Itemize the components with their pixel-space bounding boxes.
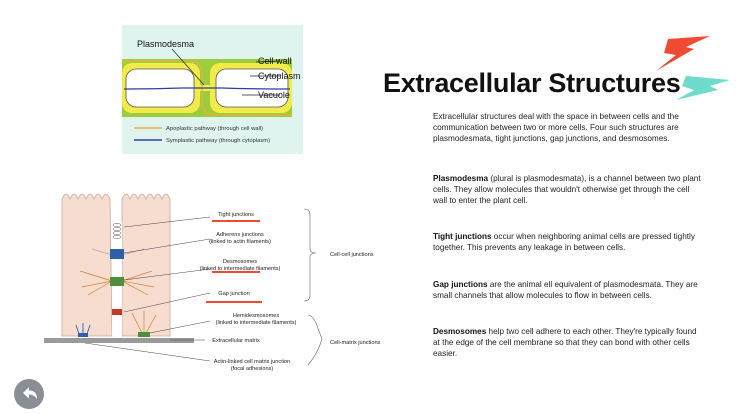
cell-junctions-diagram: Tight junctions Adherens junctions (link…: [40, 183, 385, 378]
intro-text: Extracellular structures deal with the s…: [433, 112, 679, 144]
back-button[interactable]: [14, 379, 44, 409]
tight-text: occur when neighboring animal cells are …: [433, 232, 695, 253]
gap-junction-mark: [112, 309, 122, 315]
tight-junction-marks: [112, 223, 122, 239]
label-extracellular-matrix: Extracellular matrix: [212, 338, 260, 344]
gap-paragraph: Gap junctions are the animal ell equival…: [433, 279, 703, 301]
desmosomes-paragraph: Desmosomes help two cell adhere to each …: [433, 326, 703, 360]
plasmodesma-diagram: Plasmodesma Cell wall Cytoplasm Vacuole …: [122, 25, 303, 154]
label-adherens-sub: (linked to actin filaments): [209, 239, 271, 245]
label-desmosomes-sub: (linked to intermediate filaments): [200, 266, 281, 272]
legend-symplastic: Symplastic pathway (through cytoplasm): [166, 138, 270, 144]
gap-term: Gap junctions: [433, 280, 488, 289]
plasmodesma-term: Plasmodesma: [433, 174, 489, 183]
label-cell-matrix-junctions: Cell-matrix junctions: [330, 340, 381, 346]
focal-adhesion-mark: [78, 333, 88, 337]
label-desmosomes: Desmosomes: [223, 259, 257, 265]
desmosome-mark: [110, 277, 124, 286]
decor-red-bolt-icon: [656, 36, 710, 71]
hemidesmosome-mark: [138, 332, 150, 337]
label-hemidesmosomes: Hemidesmosomes: [233, 313, 280, 319]
label-hemidesmosomes-sub: (linked to intermediate filaments): [216, 320, 297, 326]
label-cell-wall: Cell wall: [258, 56, 292, 66]
legend-apoplastic: Apoplastic pathway (through cell wall): [166, 126, 263, 132]
desmosomes-text: help two cell adhere to each other. They…: [433, 327, 697, 359]
label-tight-junctions: Tight junctions: [218, 212, 254, 218]
decor-teal-bolt-icon: [676, 76, 730, 100]
plasmodesma-text: (plural is plasmodesmata), is a channel …: [433, 174, 701, 206]
label-cytoplasm: Cytoplasm: [258, 71, 301, 81]
tight-paragraph: Tight junctions occur when neighboring a…: [433, 231, 703, 253]
label-actin-linked: Actin-linked cell matrix junction: [214, 359, 290, 365]
tight-term: Tight junctions: [433, 232, 492, 241]
desmosomes-term: Desmosomes: [433, 327, 487, 336]
label-cell-cell-junctions: Cell-cell junctions: [330, 252, 374, 258]
gap-text: are the animal ell equivalent of plasmod…: [433, 280, 698, 301]
label-adherens: Adherens junctions: [216, 232, 264, 238]
plasmodesma-diagram-svg: Plasmodesma Cell wall Cytoplasm Vacuole …: [122, 39, 301, 144]
back-arrow-icon: [23, 387, 37, 399]
plasmodesma-paragraph: Plasmodesma (plural is plasmodesmata), i…: [433, 173, 703, 207]
label-plasmodesma: Plasmodesma: [137, 39, 194, 49]
label-vacuole: Vacuole: [258, 90, 290, 100]
intro-paragraph: Extracellular structures deal with the s…: [433, 111, 703, 145]
label-actin-linked-sub: (focal adhesions): [231, 366, 274, 372]
cell-junctions-diagram-svg: Tight junctions Adherens junctions (link…: [44, 193, 381, 372]
adherens-junction-mark: [110, 249, 124, 259]
label-gap-junction: Gap junction: [218, 291, 249, 297]
slide-title: Extracellular Structures: [383, 68, 681, 98]
